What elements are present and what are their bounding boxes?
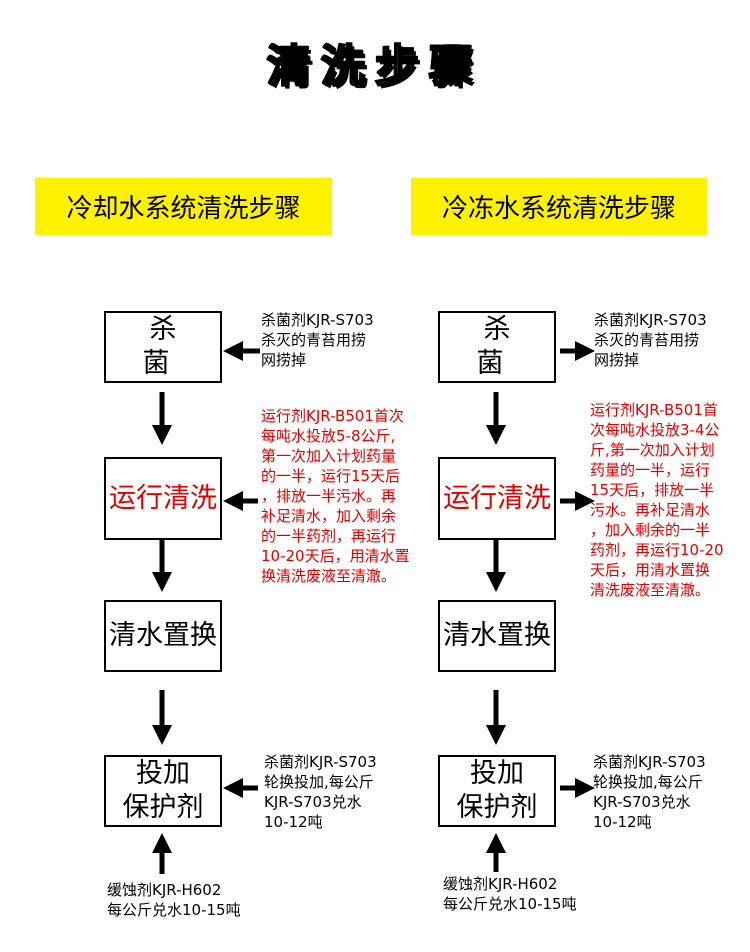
left-step-kill-label: 杀 菌 (142, 314, 191, 379)
left-step-kill: 杀 菌 (104, 311, 222, 383)
right-step-run-clean: 运行清洗 (438, 457, 556, 540)
left-note-run-clean: 运行剂KJR-B501首次 每吨水投放5-8公斤, 第一次加入计划药量 的一半，… (261, 407, 410, 585)
left-note-inhibitor: 缓蚀剂KJR-H602 每公斤兑水10-15吨 (107, 881, 241, 919)
right-step-kill: 杀 菌 (438, 311, 556, 383)
right-step-run-clean-label: 运行清洗 (443, 482, 551, 514)
left-step-protect-line2: 保护剂 (122, 792, 204, 823)
right-step-protect-line1: 投加 (470, 758, 524, 789)
page-title: 清洗步骤 (266, 40, 483, 93)
right-step-protect-line2: 保护剂 (456, 792, 538, 823)
right-step-protect: 投加 保护剂 (438, 755, 556, 827)
left-step-protect: 投加 保护剂 (104, 755, 222, 827)
left-step-run-clean: 运行清洗 (104, 457, 222, 540)
right-note-protect: 杀菌剂KJR-S703 轮换投加,每公斤 KJR-S703兑水 10-12吨 (593, 753, 706, 831)
left-step-protect-line1: 投加 (136, 758, 190, 789)
right-note-inhibitor: 缓蚀剂KJR-H602 每公斤兑水10-15吨 (443, 875, 577, 913)
left-note-protect: 杀菌剂KJR-S703 轮换投加,每公斤 KJR-S703兑水 10-12吨 (264, 753, 377, 831)
right-section-banner: 冷冻水系统清洗步骤 (411, 178, 707, 235)
left-step-rinse-label: 清水置换 (109, 620, 217, 651)
left-step-rinse: 清水置换 (104, 600, 222, 672)
right-step-kill-label: 杀 菌 (476, 314, 525, 379)
right-step-rinse: 清水置换 (438, 600, 556, 672)
left-note-kill: 杀菌剂KJR-S703 杀灭的青苔用捞 网捞掉 (261, 311, 374, 369)
right-note-kill: 杀菌剂KJR-S703 杀灭的青苔用捞 网捞掉 (594, 311, 707, 369)
left-section-banner: 冷却水系统清洗步骤 (35, 178, 332, 235)
right-note-run-clean: 运行剂KJR-B501首 次每吨水投放3-4公 斤,第一次加入计划 药量的一半，… (590, 401, 724, 599)
left-step-run-clean-label: 运行清洗 (109, 482, 217, 514)
right-step-rinse-label: 清水置换 (443, 620, 551, 651)
